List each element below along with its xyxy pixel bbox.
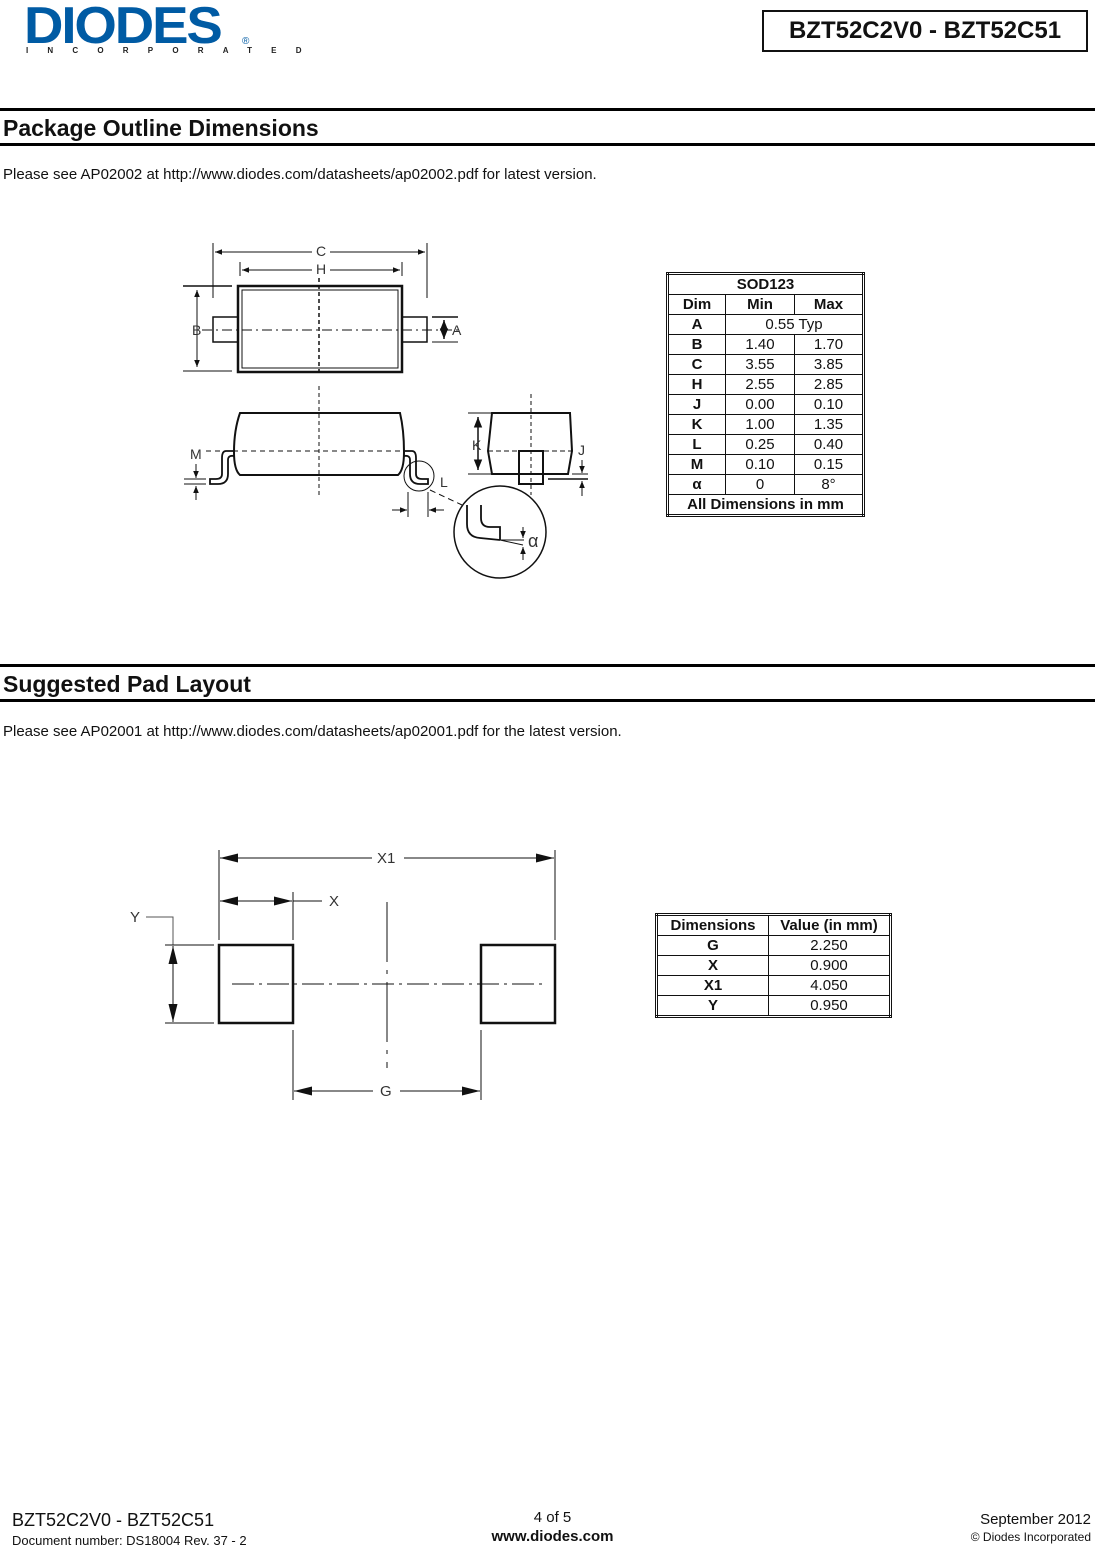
section-header-package-outline: Package Outline Dimensions <box>0 108 1095 146</box>
table-row: L 0.25 0.40 <box>667 434 864 455</box>
package-outline-diagram: C H B A M K J L α <box>183 243 588 579</box>
dim-cell: C <box>667 354 726 375</box>
dim-cell: X <box>656 955 769 976</box>
pad-layout-note: Please see AP02001 at http://www.diodes.… <box>3 723 622 740</box>
col-header-dimensions: Dimensions <box>656 914 769 936</box>
min-cell: 0.10 <box>725 454 795 475</box>
registered-mark: ® <box>242 36 250 47</box>
section-title: Package Outline Dimensions <box>3 115 319 141</box>
value-cell: 0.900 <box>768 955 891 976</box>
min-cell: 1.00 <box>725 414 795 435</box>
dim-cell: B <box>667 334 726 355</box>
dim-label-j: J <box>578 442 585 458</box>
part-number-title: BZT52C2V0 - BZT52C51 <box>788 17 1062 44</box>
dim-cell: α <box>667 474 726 495</box>
table-row: Y 0.950 <box>656 995 891 1017</box>
value-cell: 0.950 <box>768 995 891 1017</box>
footer-website-link[interactable]: www.diodes.com <box>491 1528 614 1545</box>
table-row: A 0.55 Typ <box>667 314 864 335</box>
table-row: C 3.55 3.85 <box>667 354 864 375</box>
table-footer: All Dimensions in mm <box>667 494 864 516</box>
min-cell: 0.00 <box>725 394 795 415</box>
dim-cell: G <box>656 935 769 956</box>
dim-cell: K <box>667 414 726 435</box>
dim-cell: X1 <box>656 975 769 996</box>
max-cell: 1.35 <box>794 414 864 435</box>
table-row: K 1.00 1.35 <box>667 414 864 435</box>
table-row: X1 4.050 <box>656 975 891 996</box>
dim-label-h: H <box>316 261 326 277</box>
table-row: J 0.00 0.10 <box>667 394 864 415</box>
pad-label-y: Y <box>130 909 140 926</box>
max-cell: 2.85 <box>794 374 864 395</box>
table-row: α 0 8° <box>667 474 864 495</box>
max-cell: 0.40 <box>794 434 864 455</box>
table-row: H 2.55 2.85 <box>667 374 864 395</box>
pad-dimension-table: Dimensions Value (in mm) G 2.250 X 0.900… <box>655 913 892 1018</box>
diodes-logo: DIODES INCORPORATED ® <box>24 0 302 60</box>
min-cell: 3.55 <box>725 354 795 375</box>
dim-label-c: C <box>316 243 326 259</box>
value-cell: 4.050 <box>768 975 891 996</box>
dim-label-a: A <box>452 322 462 338</box>
logo-subtext: INCORPORATED <box>26 46 321 55</box>
dim-cell: A <box>667 314 726 335</box>
dim-cell: Y <box>656 995 769 1017</box>
max-cell: 8° <box>794 474 864 495</box>
col-header-value: Value (in mm) <box>768 914 891 936</box>
table-row: X 0.900 <box>656 955 891 976</box>
part-number-box: BZT52C2V0 - BZT52C51 <box>762 10 1088 52</box>
dim-cell: J <box>667 394 726 415</box>
table-row: B 1.40 1.70 <box>667 334 864 355</box>
dim-label-k: K <box>472 437 482 453</box>
dim-label-b: B <box>192 322 201 338</box>
footer-page-number: 4 of 5 <box>533 1509 572 1526</box>
dim-label-m: M <box>190 446 202 462</box>
max-cell: 1.70 <box>794 334 864 355</box>
pad-label-x1: X1 <box>377 850 395 867</box>
package-outline-note: Please see AP02002 at http://www.diodes.… <box>3 166 597 183</box>
table-title: SOD123 <box>667 273 864 295</box>
footer-doc-number: Document number: DS18004 Rev. 37 - 2 <box>12 1533 247 1548</box>
col-header-dim: Dim <box>667 294 726 315</box>
dim-cell: H <box>667 374 726 395</box>
footer-date: September 2012 <box>980 1511 1091 1528</box>
table-row: M 0.10 0.15 <box>667 454 864 475</box>
footer-part-range: BZT52C2V0 - BZT52C51 <box>12 1510 215 1530</box>
min-cell: 2.55 <box>725 374 795 395</box>
pad-label-g: G <box>380 1083 392 1100</box>
min-cell: 0.25 <box>725 434 795 455</box>
dim-cell: L <box>667 434 726 455</box>
min-cell: 1.40 <box>725 334 795 355</box>
max-cell: 0.15 <box>794 454 864 475</box>
max-cell: 3.85 <box>794 354 864 375</box>
col-header-min: Min <box>725 294 795 315</box>
logo-wordmark: DIODES <box>24 0 223 55</box>
max-cell: 0.10 <box>794 394 864 415</box>
sod123-dimension-table: SOD123 Dim Min Max A 0.55 Typ B 1.40 1.7… <box>666 272 865 517</box>
dim-label-alpha: α <box>528 531 538 551</box>
dim-label-l: L <box>440 474 448 490</box>
dim-cell: M <box>667 454 726 475</box>
section-title: Suggested Pad Layout <box>3 671 251 697</box>
value-cell: 2.250 <box>768 935 891 956</box>
col-header-max: Max <box>794 294 864 315</box>
section-header-pad-layout: Suggested Pad Layout <box>0 664 1095 702</box>
footer-copyright: © Diodes Incorporated <box>970 1530 1091 1544</box>
min-cell: 0 <box>725 474 795 495</box>
pad-layout-diagram: X1 X Y G <box>130 850 557 1100</box>
typ-cell: 0.55 Typ <box>725 314 864 335</box>
pad-label-x: X <box>329 893 339 910</box>
table-row: G 2.250 <box>656 935 891 956</box>
